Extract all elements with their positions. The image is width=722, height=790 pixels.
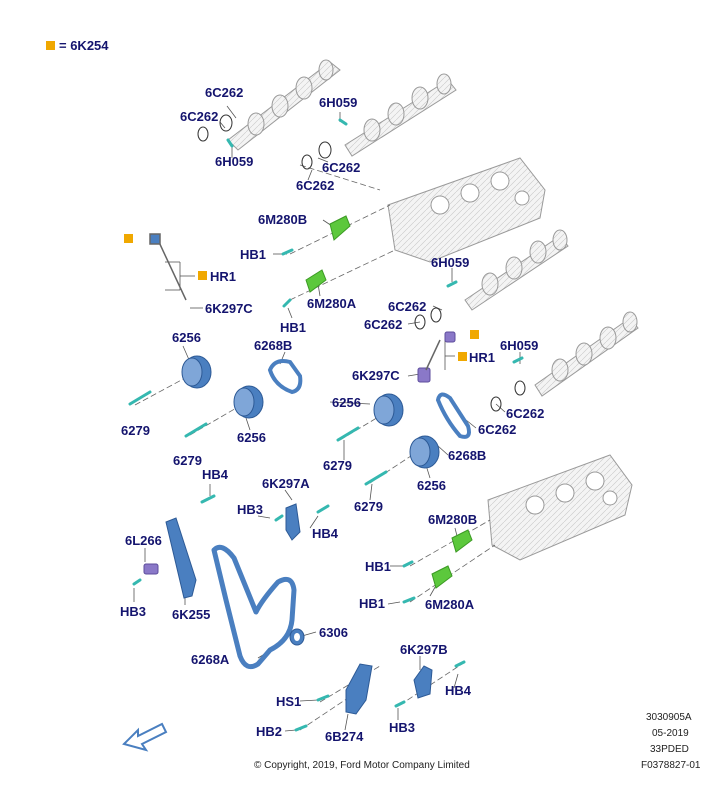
part-label: 6279	[173, 453, 202, 468]
part-label: HB2	[256, 724, 283, 739]
6k254-marker	[198, 271, 207, 280]
seal-rings	[197, 114, 526, 412]
camshaft-lower	[534, 311, 639, 397]
part-label: HB3	[120, 604, 147, 619]
part-label: 6C262	[180, 109, 219, 124]
part-label: 6306	[319, 625, 348, 640]
part-label: 6C262	[478, 422, 517, 437]
part-label: 6H059	[500, 338, 539, 353]
part-label: 6268A	[191, 652, 230, 667]
info-code: 3030905A	[646, 712, 692, 723]
part-label: HB3	[389, 720, 416, 735]
info-figure-id: F0378827-01	[641, 760, 701, 771]
part-label: 6256	[417, 478, 446, 493]
tensioners	[143, 331, 456, 575]
legend-label: = 6K254	[59, 38, 109, 53]
part-label: 6K255	[172, 607, 211, 622]
part-label: 6C262	[296, 178, 335, 193]
camshaft-middle	[464, 229, 569, 311]
part-label: 6H059	[319, 95, 358, 110]
part-label: HB4	[312, 526, 339, 541]
info-date: 05-2019	[652, 728, 689, 739]
part-label: 6C262	[388, 299, 427, 314]
part-label: HB1	[359, 596, 386, 611]
cam-sprockets	[181, 355, 440, 469]
part-label: 6B274	[325, 729, 364, 744]
part-label: 6256	[172, 330, 201, 345]
6k254-marker	[458, 352, 467, 361]
info-engine-code: 33PDED	[650, 744, 689, 755]
6k254-marker	[470, 330, 479, 339]
part-label: 6H059	[431, 255, 470, 270]
part-label: HR1	[469, 350, 496, 365]
valve-assemblies	[149, 233, 441, 371]
part-label: HB4	[202, 467, 229, 482]
part-label: 6K297C	[205, 301, 253, 316]
6k254-marker	[124, 234, 133, 243]
part-label: 6256	[332, 395, 361, 410]
copyright-notice: © Copyright, 2019, Ford Motor Company Li…	[254, 760, 470, 771]
vct-solenoids	[305, 215, 473, 589]
legend-symbol	[46, 41, 55, 50]
part-label: 6H059	[215, 154, 254, 169]
part-label: HS1	[276, 694, 302, 709]
part-label: HB3	[237, 502, 264, 517]
part-label: 6M280B	[258, 212, 308, 227]
part-label: 6M280A	[425, 597, 475, 612]
part-label: 6C262	[322, 160, 361, 175]
part-label: HB1	[280, 320, 307, 335]
part-label: 6268B	[254, 338, 293, 353]
cylinder-head-lower	[487, 454, 633, 561]
part-label: 6C262	[506, 406, 545, 421]
part-label: 6K297A	[262, 476, 310, 491]
secondary-chains	[267, 359, 471, 439]
part-label: 6256	[237, 430, 266, 445]
camshaft-upper-right	[344, 73, 457, 157]
cylinder-head-upper	[387, 157, 546, 263]
part-label: 6K297C	[352, 368, 400, 383]
part-label: 6M280B	[428, 512, 478, 527]
part-label: 6279	[354, 499, 383, 514]
part-label: 6L266	[125, 533, 162, 548]
chain-guides	[165, 503, 433, 715]
camshaft-upper-left	[227, 59, 341, 151]
part-label: 6279	[323, 458, 352, 473]
part-label: 6C262	[205, 85, 244, 100]
part-label: 6279	[121, 423, 150, 438]
part-label: HB1	[365, 559, 392, 574]
part-label: 6C262	[364, 317, 403, 332]
front-direction-arrow	[122, 722, 168, 752]
bolts	[128, 118, 524, 732]
part-label: 6M280A	[307, 296, 357, 311]
part-label: HR1	[210, 269, 237, 284]
part-label: HB1	[240, 247, 267, 262]
crank-sprocket	[289, 628, 305, 646]
primary-timing-chain	[211, 544, 297, 670]
part-label: 6268B	[448, 448, 487, 463]
part-label: HB4	[445, 683, 472, 698]
part-label: 6K297B	[400, 642, 448, 657]
